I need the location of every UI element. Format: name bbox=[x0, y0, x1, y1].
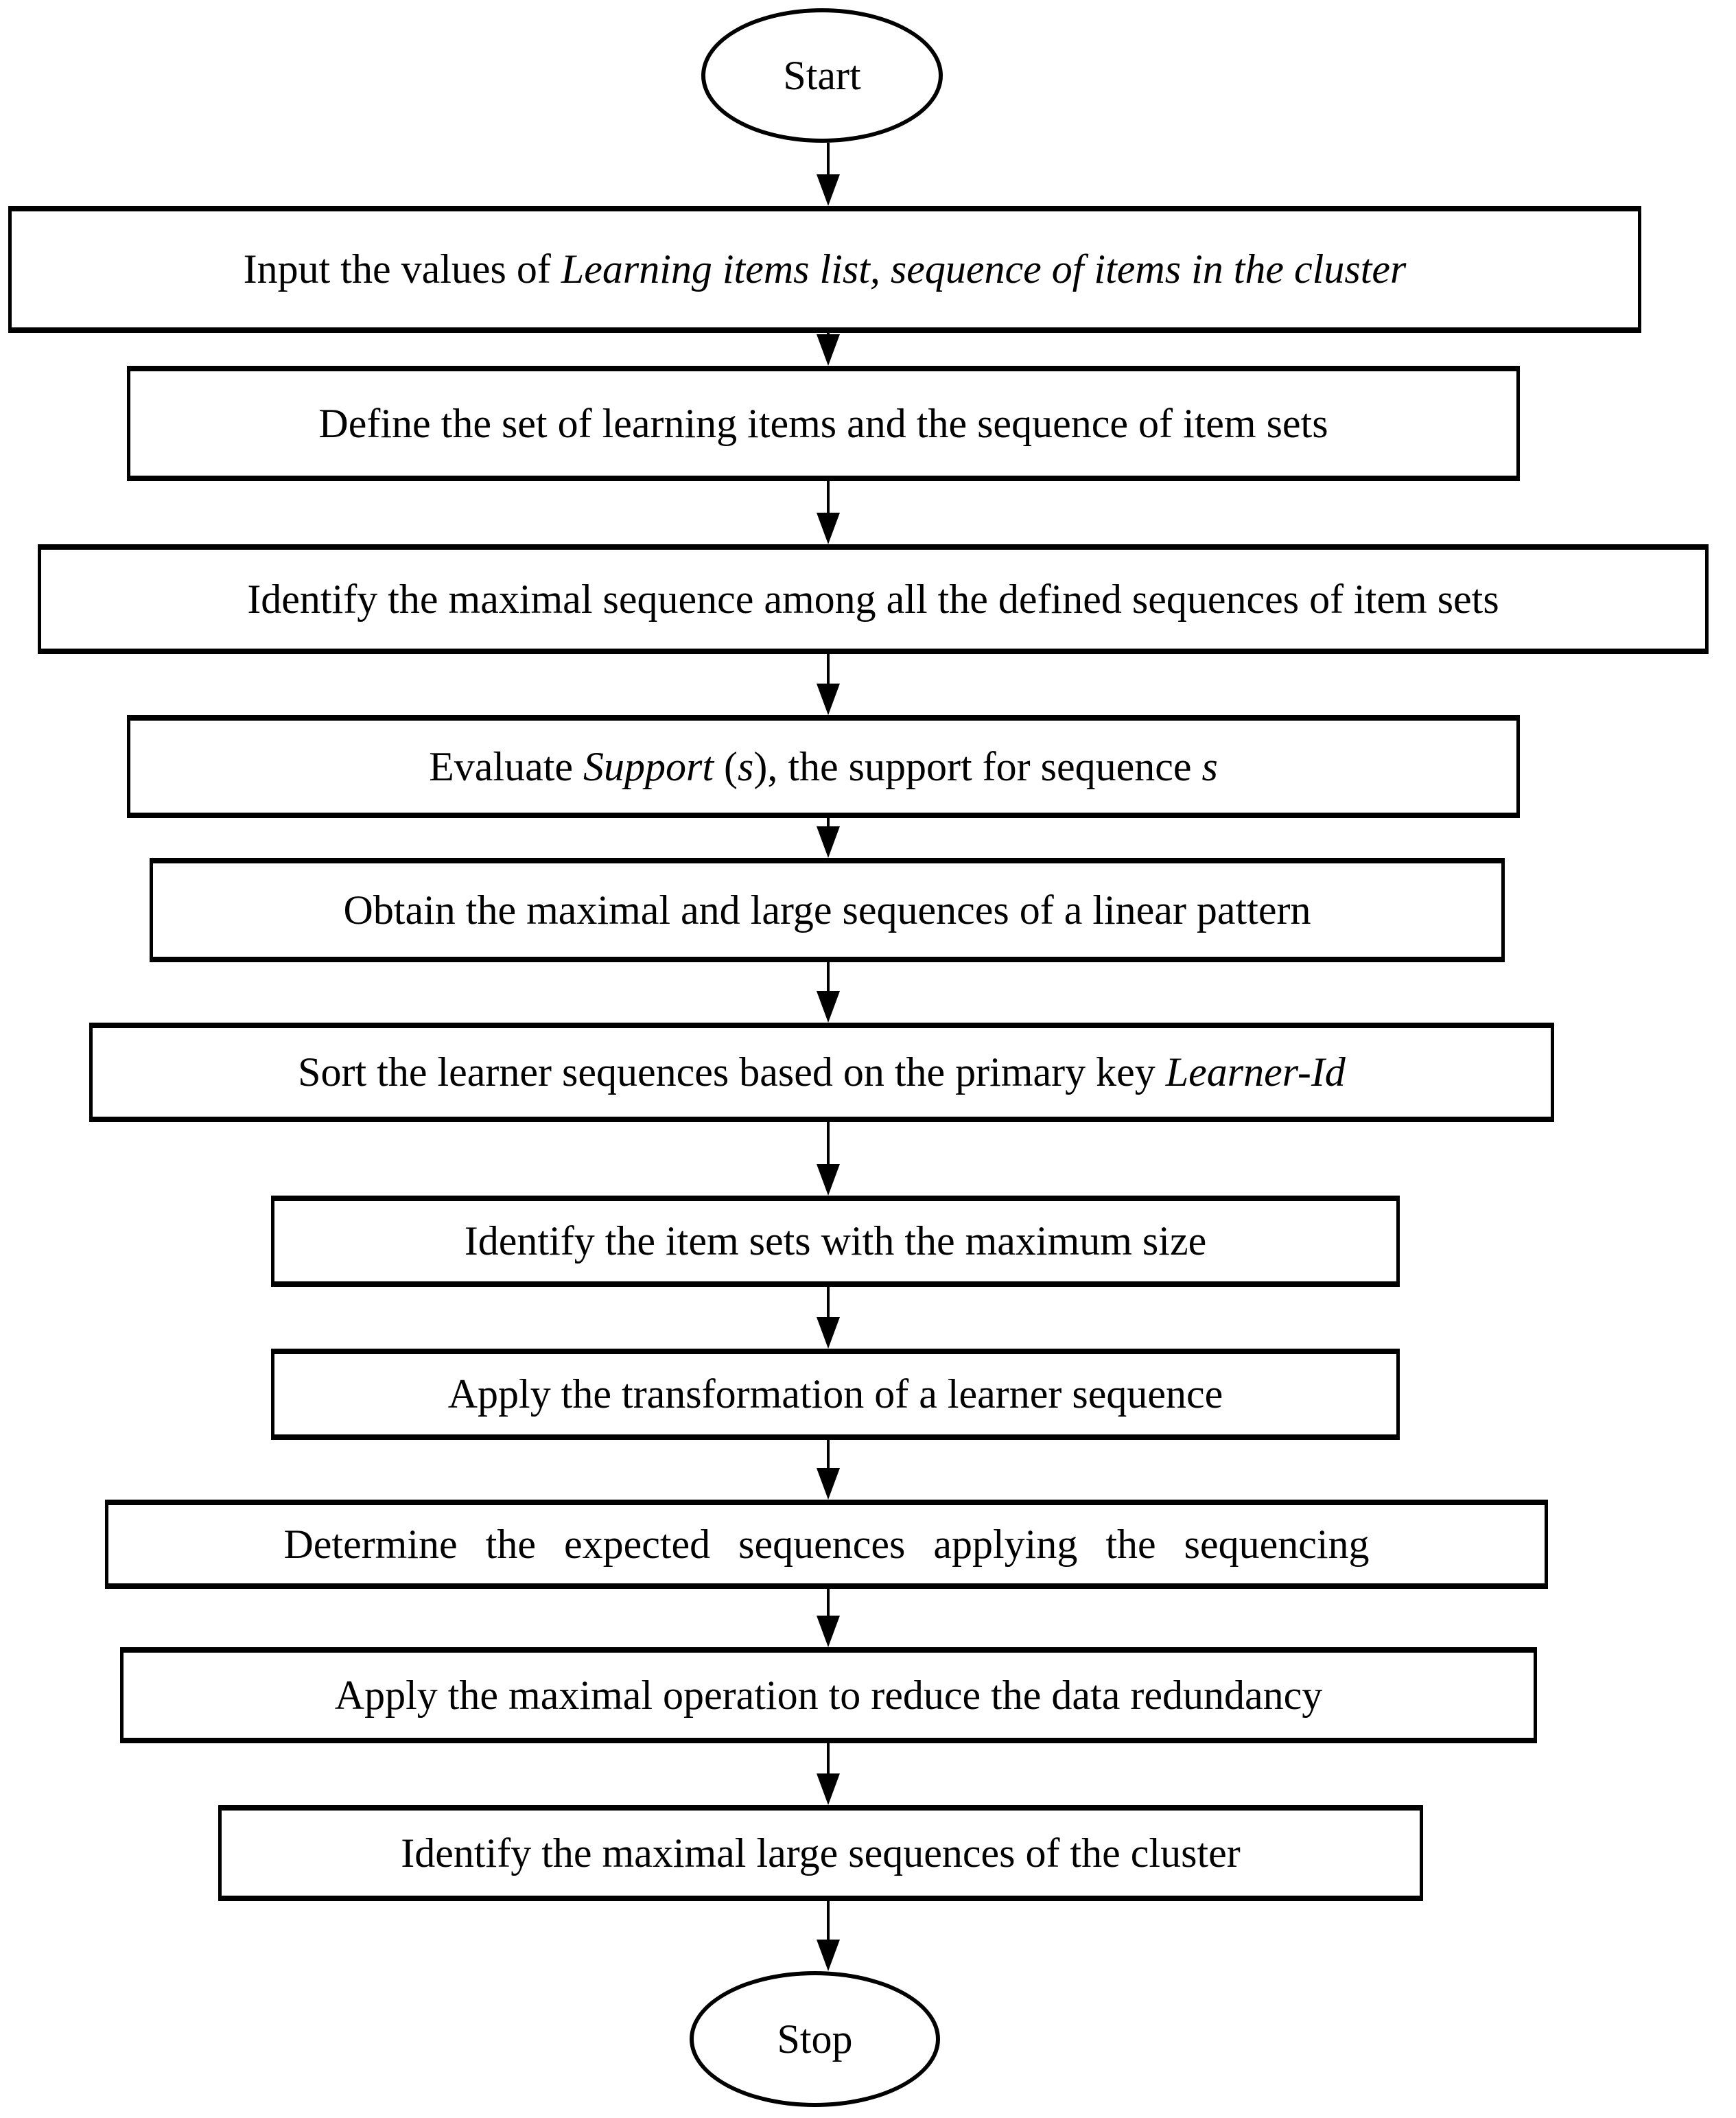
process-define-learning-items: Define the set of learning items and the… bbox=[127, 366, 1520, 481]
flow-arrow bbox=[814, 818, 842, 858]
flow-arrow bbox=[814, 1901, 842, 1971]
process-apply-transformation: Apply the transformation of a learner se… bbox=[271, 1349, 1400, 1440]
flow-arrow bbox=[814, 333, 842, 366]
start-label: Start bbox=[783, 52, 861, 98]
arrowhead-down-icon bbox=[817, 1164, 840, 1196]
process-label: Evaluate Support (s), the support for se… bbox=[429, 743, 1218, 789]
process-identify-maximal-sequence: Identify the maximal sequence among all … bbox=[38, 544, 1709, 654]
process-label: Apply the maximal operation to reduce th… bbox=[334, 1672, 1323, 1718]
arrowhead-down-icon bbox=[817, 513, 840, 544]
arrowhead-down-icon bbox=[817, 684, 840, 715]
arrow-line bbox=[827, 654, 830, 697]
flow-arrow bbox=[814, 654, 842, 715]
arrowhead-down-icon bbox=[817, 1940, 840, 1971]
flow-arrow bbox=[814, 1589, 842, 1647]
process-apply-maximal-operation: Apply the maximal operation to reduce th… bbox=[120, 1647, 1537, 1743]
arrow-line bbox=[827, 1440, 830, 1482]
arrow-line bbox=[827, 962, 830, 1005]
process-identify-maximal-large-cluster: Identify the maximal large sequences of … bbox=[218, 1805, 1423, 1901]
arrow-line bbox=[827, 143, 830, 188]
process-label: Identify the item sets with the maximum … bbox=[464, 1218, 1207, 1264]
process-evaluate-support: Evaluate Support (s), the support for se… bbox=[127, 715, 1520, 818]
flow-arrow bbox=[814, 481, 842, 544]
process-label: Apply the transformation of a learner se… bbox=[447, 1371, 1223, 1417]
arrowhead-down-icon bbox=[817, 1616, 840, 1647]
arrowhead-down-icon bbox=[817, 174, 840, 206]
process-label: Obtain the maximal and large sequences o… bbox=[343, 887, 1311, 933]
start-terminator: Start bbox=[701, 8, 943, 143]
arrow-line bbox=[827, 1743, 830, 1787]
arrow-line bbox=[827, 1287, 830, 1331]
arrowhead-down-icon bbox=[817, 1468, 840, 1500]
arrow-line bbox=[827, 1589, 830, 1629]
process-label: Define the set of learning items and the… bbox=[318, 400, 1328, 446]
process-label: Identify the maximal large sequences of … bbox=[401, 1830, 1241, 1876]
process-label: Input the values of Learning items list,… bbox=[243, 246, 1407, 292]
process-determine-expected-sequences: Determine the expected sequences applyin… bbox=[105, 1500, 1548, 1589]
process-input-values: Input the values of Learning items list,… bbox=[8, 206, 1641, 333]
flow-arrow bbox=[814, 1122, 842, 1196]
arrow-line bbox=[827, 1901, 830, 1953]
arrow-line bbox=[827, 1122, 830, 1178]
flow-arrow bbox=[814, 962, 842, 1023]
arrowhead-down-icon bbox=[817, 826, 840, 858]
stop-label: Stop bbox=[777, 2016, 853, 2062]
process-obtain-maximal-large-sequences: Obtain the maximal and large sequences o… bbox=[150, 858, 1505, 962]
flow-arrow bbox=[814, 1440, 842, 1500]
process-identify-item-sets-max-size: Identify the item sets with the maximum … bbox=[271, 1196, 1400, 1287]
process-label: Sort the learner sequences based on the … bbox=[298, 1049, 1346, 1095]
arrowhead-down-icon bbox=[817, 334, 840, 366]
flow-arrow bbox=[814, 143, 842, 206]
arrow-line bbox=[827, 481, 830, 526]
process-label: Identify the maximal sequence among all … bbox=[247, 576, 1499, 622]
arrowhead-down-icon bbox=[817, 1317, 840, 1349]
stop-terminator: Stop bbox=[690, 1971, 940, 2107]
flow-arrow bbox=[814, 1743, 842, 1805]
process-label: Determine the expected sequences applyin… bbox=[283, 1521, 1370, 1567]
arrowhead-down-icon bbox=[817, 1773, 840, 1805]
process-sort-learner-sequences: Sort the learner sequences based on the … bbox=[89, 1023, 1554, 1122]
flow-arrow bbox=[814, 1287, 842, 1349]
arrowhead-down-icon bbox=[817, 991, 840, 1023]
